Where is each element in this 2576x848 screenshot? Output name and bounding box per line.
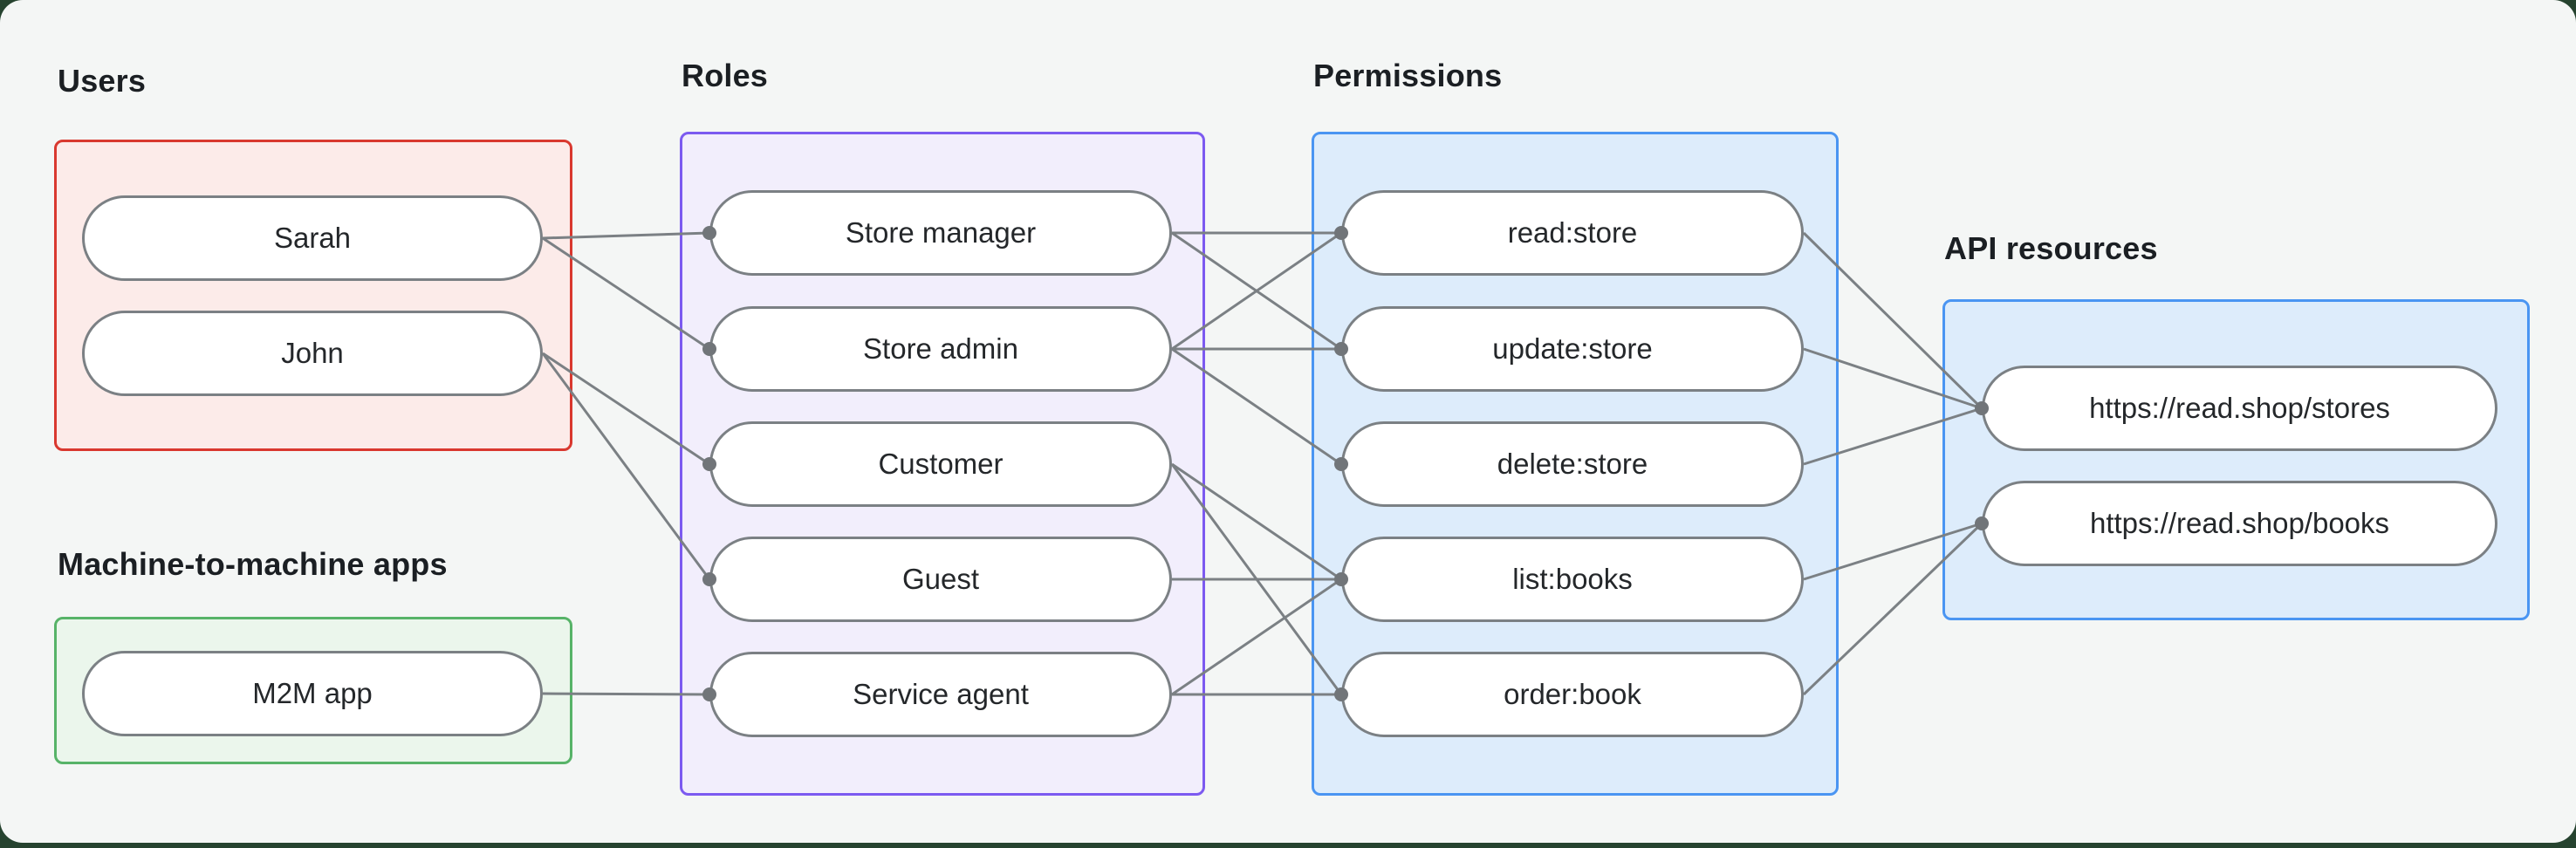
group-label-machine-to-machine-apps: Machine-to-machine apps [58,546,448,582]
node-service-agent: Service agent [709,652,1172,737]
node-sarah: Sarah [82,195,543,281]
node-store-manager: Store manager [709,190,1172,276]
node-delete-store: delete:store [1341,421,1804,507]
group-box-users [54,140,572,451]
group-label-api-resources: API resources [1944,230,2158,266]
node-list-books: list:books [1341,537,1804,622]
group-box-api-resources [1942,299,2530,620]
node-m2m-app: M2M app [82,651,543,736]
group-label-permissions: Permissions [1313,58,1503,93]
node-store-admin: Store admin [709,306,1172,392]
group-label-roles: Roles [682,58,769,93]
node-read-store: read:store [1341,190,1804,276]
node-stores-api: https://read.shop/stores [1982,366,2497,451]
node-guest: Guest [709,537,1172,622]
node-john: John [82,311,543,396]
group-label-users: Users [58,63,147,99]
node-order-book: order:book [1341,652,1804,737]
node-books-api: https://read.shop/books [1982,481,2497,566]
node-update-store: update:store [1341,306,1804,392]
node-customer: Customer [709,421,1172,507]
